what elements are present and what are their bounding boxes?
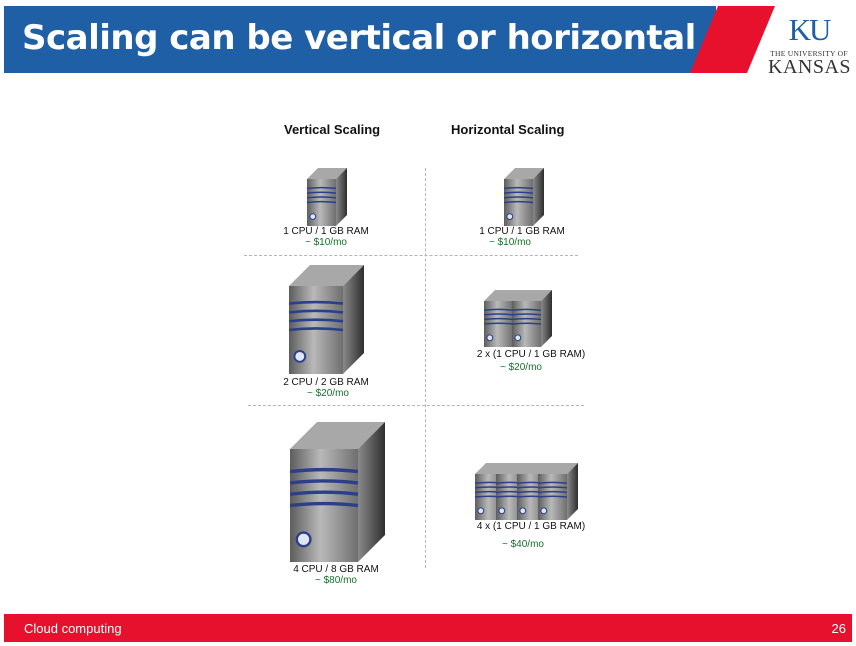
horizontal-price-1: ~ $10/mo [489,237,531,248]
vertical-price-2: ~ $20/mo [307,388,349,399]
logo-line1: THE UNIVERSITY OF [770,49,848,58]
page-number: 26 [831,621,846,636]
horizontal-price-2: ~ $20/mo [500,362,542,373]
logo-mark: KU [788,12,832,47]
vertical-spec-3: 4 CPU / 8 GB RAM [293,564,379,575]
horizontal-column-title: Horizontal Scaling [451,122,565,137]
horizontal-spec-1: 1 CPU / 1 GB RAM [479,226,565,237]
vertical-price-1: ~ $10/mo [305,237,347,248]
slide-footer: Cloud computing 26 [4,614,852,642]
logo-line2: KANSAS [768,56,852,78]
vertical-spec-2: 2 CPU / 2 GB RAM [283,377,369,388]
ku-logo: KU THE UNIVERSITY OF KANSAS [768,12,851,78]
title-band: Scaling can be vertical or horizontal [4,6,716,73]
server-group-icon [474,463,578,520]
slide-header: Scaling can be vertical or horizontal KU… [4,6,852,78]
server-tower-icon [288,265,364,379]
vertical-column-title: Vertical Scaling [284,122,381,137]
server-tower-icon [306,168,347,231]
row-divider-2 [248,405,584,406]
server-tower-icon [289,422,385,567]
slide-title: Scaling can be vertical or horizontal [22,18,696,58]
row-divider-1 [244,255,578,256]
server-group-icon [483,290,552,347]
horizontal-spec-3: 4 x (1 CPU / 1 GB RAM) [476,521,586,532]
server-tower-icon [537,463,578,525]
horizontal-price-3: ~ $40/mo [502,539,544,550]
footer-label: Cloud computing [24,621,122,636]
server-tower-icon [511,290,552,352]
horizontal-spec-2: 2 x (1 CPU / 1 GB RAM) [476,349,586,360]
vertical-price-3: ~ $80/mo [315,575,357,586]
vertical-spec-1: 1 CPU / 1 GB RAM [283,226,369,237]
server-tower-icon [503,168,544,231]
column-divider [425,168,426,568]
